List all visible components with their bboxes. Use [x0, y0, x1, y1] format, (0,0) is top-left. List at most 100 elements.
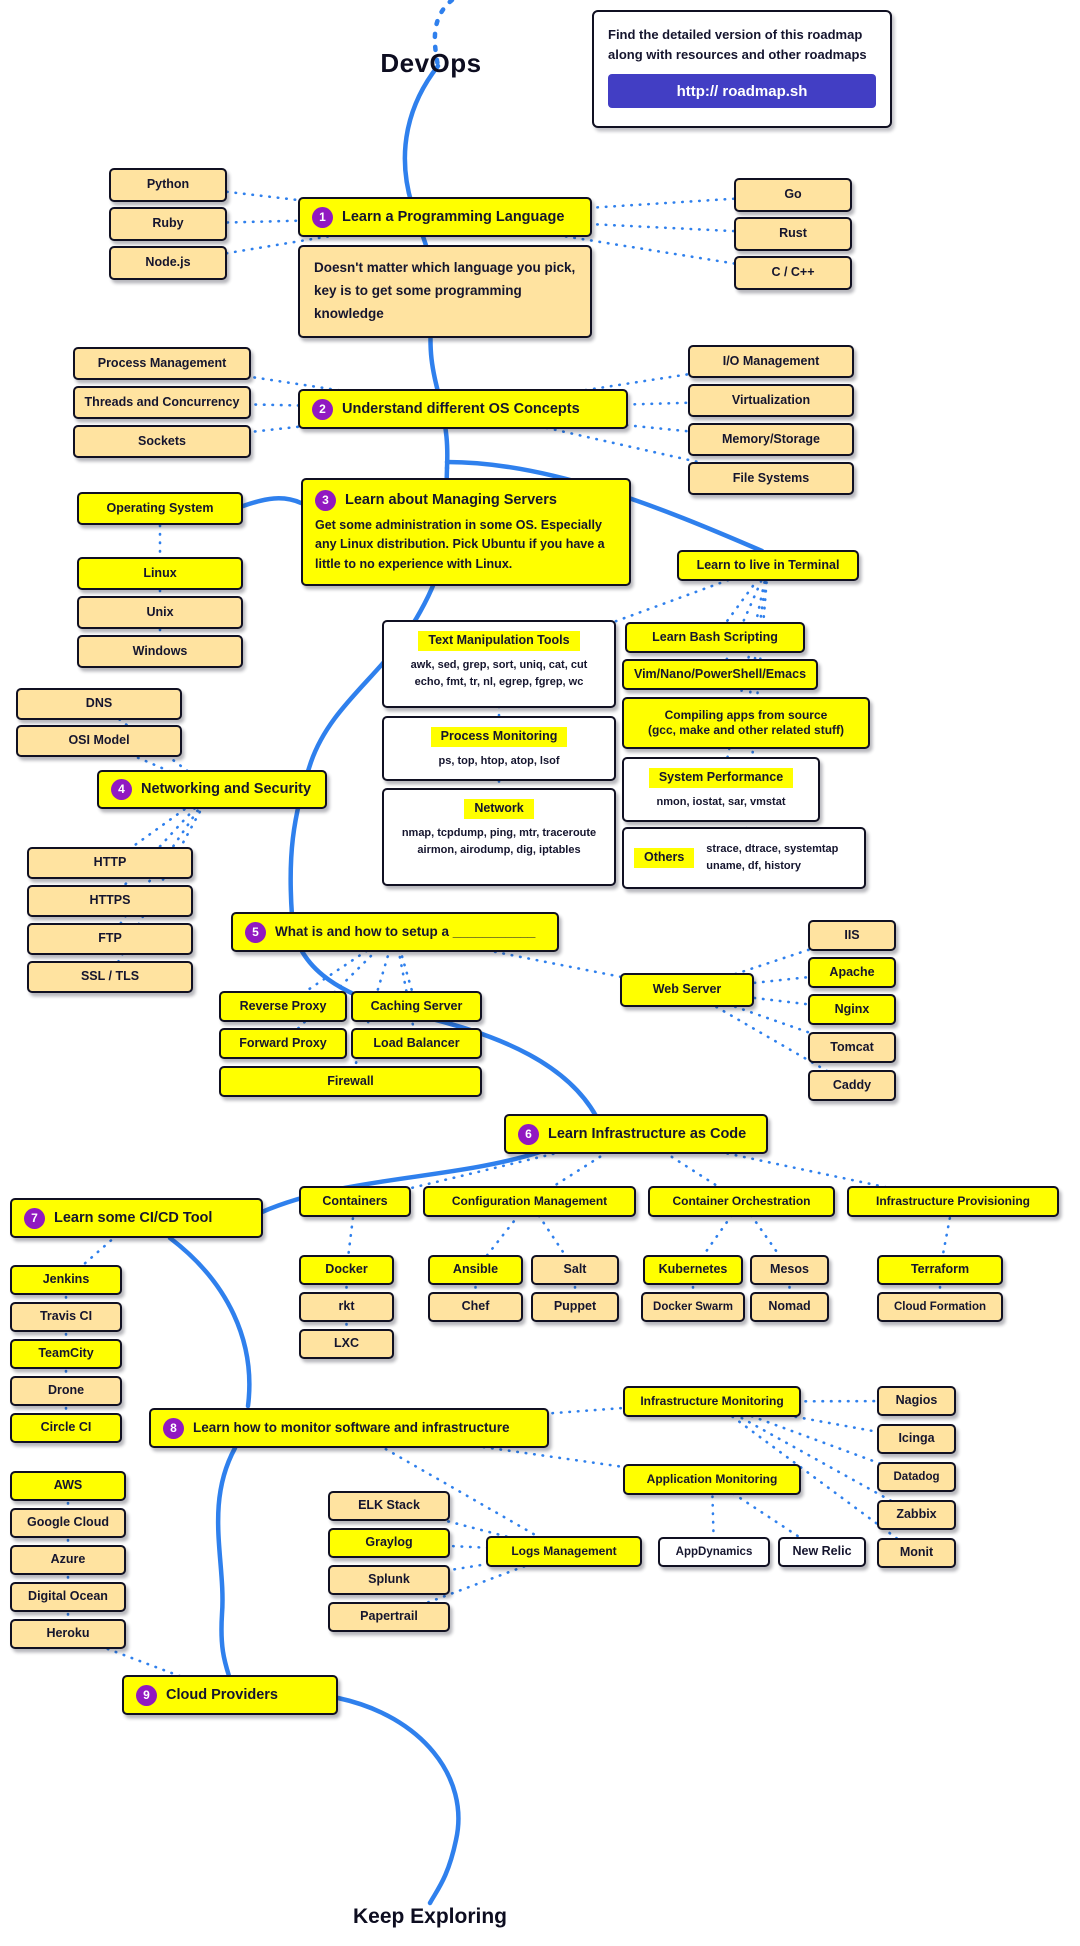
- topic-container-orchestration[interactable]: Container Orchestration: [648, 1186, 835, 1217]
- topic-google-cloud[interactable]: Google Cloud: [10, 1508, 126, 1538]
- topic-file-systems[interactable]: File Systems: [688, 462, 854, 495]
- topic-sockets[interactable]: Sockets: [73, 425, 251, 458]
- topic-linux[interactable]: Linux: [77, 557, 243, 590]
- topic-reverse-proxy[interactable]: Reverse Proxy: [219, 991, 347, 1022]
- topic-containers[interactable]: Containers: [299, 1186, 411, 1217]
- topic-memory-storage[interactable]: Memory/Storage: [688, 423, 854, 456]
- topic-docker[interactable]: Docker: [299, 1255, 394, 1285]
- topic-elk-stack[interactable]: ELK Stack: [328, 1491, 450, 1521]
- topic-learn-bash-scripting[interactable]: Learn Bash Scripting: [625, 622, 805, 653]
- topic-application-monitoring[interactable]: Application Monitoring: [623, 1464, 801, 1495]
- topic-unix[interactable]: Unix: [77, 596, 243, 629]
- topic-operating-system[interactable]: Operating System: [77, 492, 243, 525]
- topic-digital-ocean[interactable]: Digital Ocean: [10, 1582, 126, 1612]
- topic-chef[interactable]: Chef: [428, 1292, 523, 1322]
- step-number-badge: 6: [518, 1123, 539, 1145]
- topic-dns[interactable]: DNS: [16, 688, 182, 720]
- topic-forward-proxy[interactable]: Forward Proxy: [219, 1028, 347, 1059]
- topic-appdynamics[interactable]: AppDynamics: [658, 1537, 770, 1567]
- topic-nomad[interactable]: Nomad: [750, 1292, 829, 1322]
- topic-nagios[interactable]: Nagios: [877, 1386, 956, 1416]
- topic-circle-ci[interactable]: Circle CI: [10, 1413, 122, 1443]
- topic-azure[interactable]: Azure: [10, 1545, 126, 1575]
- topic-infrastructure-monitoring[interactable]: Infrastructure Monitoring: [623, 1386, 801, 1417]
- topic-web-server[interactable]: Web Server: [620, 973, 754, 1007]
- topic-terraform[interactable]: Terraform: [877, 1255, 1003, 1285]
- topic-threads-and-concurrency[interactable]: Threads and Concurrency: [73, 386, 251, 419]
- topic-teamcity[interactable]: TeamCity: [10, 1339, 122, 1369]
- topic-datadog[interactable]: Datadog: [877, 1462, 956, 1492]
- topic-nginx[interactable]: Nginx: [808, 994, 896, 1025]
- topic-mesos[interactable]: Mesos: [750, 1255, 829, 1285]
- topic-process-management[interactable]: Process Management: [73, 347, 251, 380]
- topic-firewall[interactable]: Firewall: [219, 1066, 482, 1097]
- topic-vim-nano-powershell-emacs[interactable]: Vim/Nano/PowerShell/Emacs: [622, 659, 818, 690]
- topic-lxc[interactable]: LXC: [299, 1329, 394, 1359]
- topic-rust[interactable]: Rust: [734, 217, 852, 251]
- topic-tomcat[interactable]: Tomcat: [808, 1032, 896, 1063]
- topic-new-relic[interactable]: New Relic: [778, 1537, 866, 1567]
- topic-caching-server[interactable]: Caching Server: [351, 991, 482, 1022]
- topic-osi-model[interactable]: OSI Model: [16, 725, 182, 757]
- topic-c-cpp[interactable]: C / C++: [734, 256, 852, 290]
- topic-ansible[interactable]: Ansible: [428, 1255, 523, 1285]
- step-number-badge: 8: [163, 1417, 184, 1439]
- topic-learn-to-live-in-terminal[interactable]: Learn to live in Terminal: [677, 550, 859, 581]
- topic-puppet[interactable]: Puppet: [531, 1292, 619, 1322]
- topic-go[interactable]: Go: [734, 178, 852, 212]
- step-number-badge: 7: [24, 1207, 45, 1229]
- topic-aws[interactable]: AWS: [10, 1471, 126, 1501]
- topic-python[interactable]: Python: [109, 168, 227, 202]
- topic-cloud-formation[interactable]: Cloud Formation: [877, 1292, 1003, 1322]
- topic-load-balancer[interactable]: Load Balancer: [351, 1028, 482, 1059]
- topic-rkt[interactable]: rkt: [299, 1292, 394, 1322]
- topic-ruby[interactable]: Ruby: [109, 207, 227, 241]
- topic-infrastructure-provisioning[interactable]: Infrastructure Provisioning: [847, 1186, 1059, 1217]
- topic-jenkins[interactable]: Jenkins: [10, 1265, 122, 1295]
- topic-logs-management[interactable]: Logs Management: [486, 1536, 642, 1567]
- topic-virtualization[interactable]: Virtualization: [688, 384, 854, 417]
- topic-configuration-management[interactable]: Configuration Management: [423, 1186, 636, 1217]
- topic-drone[interactable]: Drone: [10, 1376, 122, 1406]
- roadmap-sh-link-button[interactable]: http:// roadmap.sh: [608, 74, 876, 109]
- topic-ftp[interactable]: FTP: [27, 923, 193, 955]
- node-label: Logs Management: [511, 1544, 617, 1558]
- topic-caddy[interactable]: Caddy: [808, 1070, 896, 1101]
- topic-splunk[interactable]: Splunk: [328, 1565, 450, 1595]
- topic-https[interactable]: HTTPS: [27, 885, 193, 917]
- topic-docker-swarm[interactable]: Docker Swarm: [641, 1292, 745, 1322]
- topic-compiling-apps-from-source[interactable]: Compiling apps from source (gcc, make an…: [622, 697, 870, 749]
- topic-salt[interactable]: Salt: [531, 1255, 619, 1285]
- topic-heroku[interactable]: Heroku: [10, 1619, 126, 1649]
- topic-monit[interactable]: Monit: [877, 1538, 956, 1568]
- topic-windows[interactable]: Windows: [77, 635, 243, 668]
- topic-icinga[interactable]: Icinga: [877, 1424, 956, 1454]
- topic-graylog[interactable]: Graylog: [328, 1528, 450, 1558]
- topic-kubernetes[interactable]: Kubernetes: [643, 1255, 743, 1285]
- node-label: SSL / TLS: [80, 969, 140, 984]
- topic-apache[interactable]: Apache: [808, 957, 896, 988]
- topic-ssl-tls[interactable]: SSL / TLS: [27, 961, 193, 993]
- topic-nodejs[interactable]: Node.js: [109, 246, 227, 280]
- topic-travis-ci[interactable]: Travis CI: [10, 1302, 122, 1332]
- topic-iis[interactable]: IIS: [808, 920, 896, 951]
- topic-zabbix[interactable]: Zabbix: [877, 1500, 956, 1530]
- topic-io-management[interactable]: I/O Management: [688, 345, 854, 378]
- topic-http[interactable]: HTTP: [27, 847, 193, 879]
- topic-papertrail[interactable]: Papertrail: [328, 1602, 450, 1632]
